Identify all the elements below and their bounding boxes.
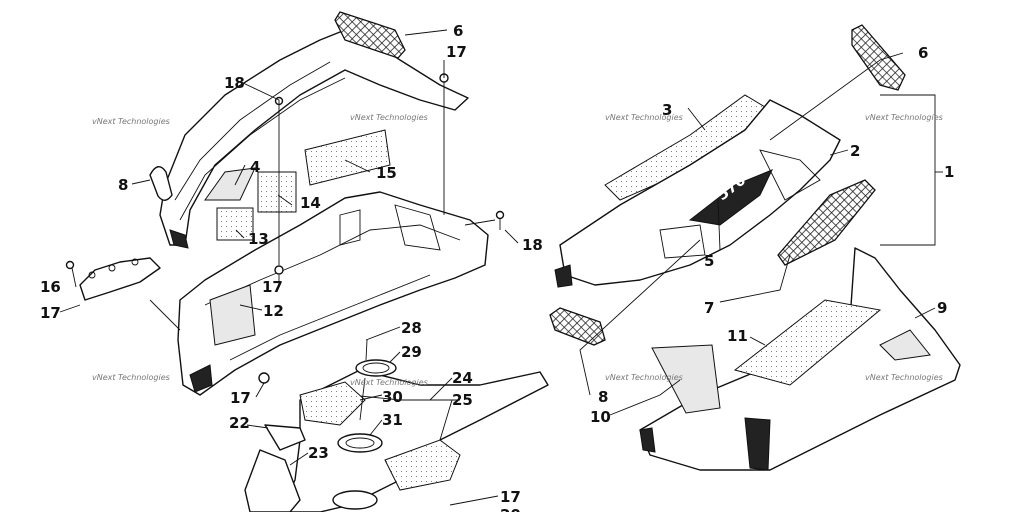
callout-9: 9 [937, 299, 947, 317]
ring-31 [337, 433, 383, 453]
callout-1: 1 [944, 163, 954, 181]
callout-6-right: 6 [918, 44, 928, 62]
callout-19-top: 18 [224, 74, 245, 92]
decal-15 [304, 129, 391, 186]
vent-grille-6-right [851, 24, 906, 91]
callout-18-mid: 17 [262, 278, 283, 296]
vent-grille-6-left [334, 11, 406, 59]
decal-14 [257, 171, 297, 213]
watermark-text: vNext Technologies [350, 113, 428, 122]
callout-23: 23 [308, 444, 329, 462]
panel-25 [384, 439, 461, 491]
watermarks: vNext Technologies vNext Technologies vN… [92, 113, 943, 387]
callout-3: 3 [662, 101, 672, 119]
watermark-text: vNext Technologies [92, 117, 170, 126]
callout-28: 28 [401, 319, 422, 337]
callout-8-left: 8 [118, 176, 128, 194]
callout-29: 29 [401, 343, 422, 361]
callout-12: 12 [263, 302, 284, 320]
callout-7: 7 [704, 299, 714, 317]
ring-bottom [332, 490, 378, 510]
vent-grille-8-right [549, 307, 606, 346]
callout-17: 17 [40, 304, 61, 322]
assembly-bracket-1 [880, 94, 936, 246]
callout-18-low: 17 [230, 389, 251, 407]
main-side-panel-2: 570 [554, 99, 841, 288]
callout-6-left: 6 [453, 22, 463, 40]
watermark-text: vNext Technologies [605, 373, 683, 382]
bracket-23 [244, 449, 301, 512]
watermark-text: vNext Technologies [865, 373, 943, 382]
callout-2: 2 [850, 142, 860, 160]
decal-10 [651, 344, 721, 414]
screw-19-right [495, 210, 505, 230]
callout-30: 30 [382, 388, 403, 406]
callout-10: 10 [590, 408, 611, 426]
callout-8-right: 8 [598, 388, 608, 406]
nut-18-low [258, 372, 270, 384]
watermark-text: vNext Technologies [605, 113, 683, 122]
decal-4 [204, 167, 256, 201]
upper-hood-part [159, 29, 469, 249]
ring-29 [355, 359, 397, 377]
leader-lines [59, 29, 943, 506]
callout-24: 24 [452, 369, 473, 387]
decal-11 [733, 299, 882, 386]
decal-13 [216, 207, 254, 241]
callout-19-right: 18 [522, 236, 543, 254]
callout-numbers: 6 17 18 4 15 8 14 13 18 16 17 17 12 28 2… [40, 22, 954, 512]
gasket-30 [299, 381, 366, 426]
nut-18-mid [274, 265, 284, 275]
callout-14: 14 [300, 194, 321, 212]
callout-13: 13 [248, 230, 269, 248]
vent-grille-7 [777, 179, 876, 266]
callout-18-top: 17 [446, 43, 467, 61]
callout-25: 25 [452, 391, 473, 409]
knob-8-left [149, 166, 173, 201]
callout-18-bottom: 17 [500, 488, 521, 506]
callout-5: 5 [704, 252, 714, 270]
watermark-text: vNext Technologies [92, 373, 170, 382]
callout-15: 15 [376, 164, 397, 182]
watermark-text: vNext Technologies [865, 113, 943, 122]
callout-4: 4 [250, 158, 260, 176]
lower-hood-part [177, 191, 489, 396]
callout-16: 16 [40, 278, 61, 296]
bezel-22 [264, 424, 306, 451]
callout-20-partial: 20 [500, 506, 521, 512]
callout-22: 22 [229, 414, 250, 432]
callout-11: 11 [727, 327, 748, 345]
screw-16 [65, 260, 75, 270]
watermark-text: vNext Technologies [350, 378, 428, 387]
callout-31: 31 [382, 411, 403, 429]
bracket-17 [79, 257, 161, 301]
